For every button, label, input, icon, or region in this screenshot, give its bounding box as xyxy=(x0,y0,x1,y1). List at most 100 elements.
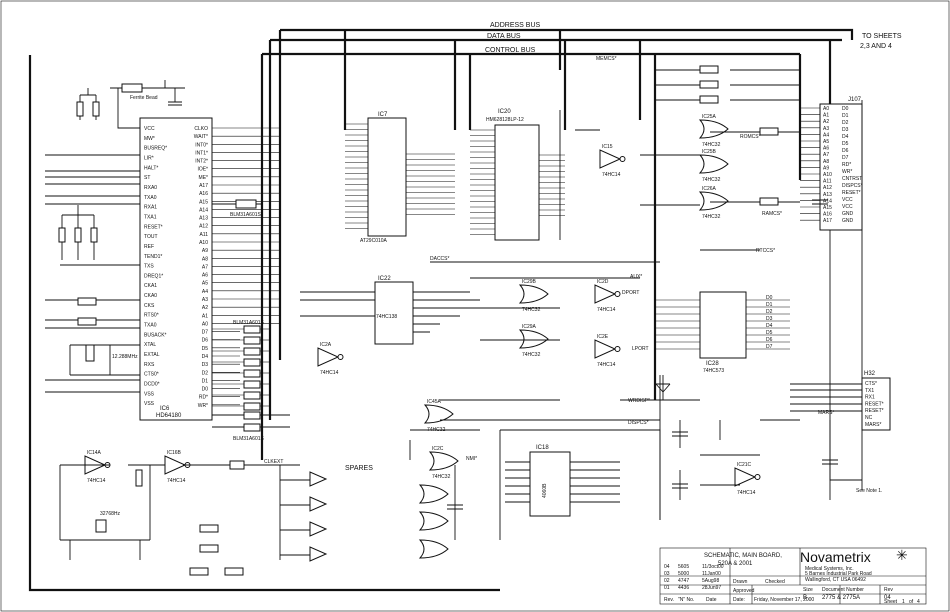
to-sheets-label-2: 2,3 AND 4 xyxy=(860,43,892,50)
date-value: Friday, November 17, 2000 xyxy=(754,597,814,603)
gate-part: 74HC14 xyxy=(167,478,186,484)
gate-ref: IC25A xyxy=(702,114,717,120)
j107-pin-left: A1 xyxy=(823,113,829,119)
rdwr-wires xyxy=(212,414,290,428)
spare-inverter xyxy=(309,471,328,487)
cap-c105 xyxy=(812,180,828,225)
spares-label: SPARES xyxy=(345,465,373,472)
j107-pin-left: A17 xyxy=(823,218,832,224)
ferrite-array-bead xyxy=(243,336,261,345)
latch-body xyxy=(699,291,747,359)
cpu-right-pin: ME* xyxy=(199,175,209,181)
cpu-right-pin: A3 xyxy=(202,297,208,303)
latch-output-label: D0 xyxy=(766,295,773,301)
cpu-left-pin: DREQ1* xyxy=(144,273,163,279)
cpu-right-pin: A8 xyxy=(202,256,208,262)
rev-header-rev: Rev. xyxy=(664,597,674,603)
h32-pin: RESET* xyxy=(865,408,884,414)
cpu-left-pin: EXTAL xyxy=(144,352,160,358)
rom-ref: IC7 xyxy=(378,112,388,118)
cpu-left-pin: CTS0* xyxy=(144,372,159,378)
latch-output-label: D4 xyxy=(766,323,773,329)
rp1-a xyxy=(76,101,84,117)
fb-rd xyxy=(243,411,261,420)
j107-pins: A0A1A2A3A4A5A6A7A8A9A10A11A12A13A14A15A1… xyxy=(800,106,863,224)
cpu-part: HD64180 xyxy=(156,413,182,419)
pullup-traces xyxy=(655,69,800,101)
r26 xyxy=(135,469,143,487)
cpu-right-pin: D2 xyxy=(202,370,209,376)
gate-ref: IC2C xyxy=(432,446,444,452)
size-label: Size xyxy=(803,587,813,593)
rp2-b xyxy=(699,80,719,89)
fb4-part: BLM31A601S xyxy=(230,212,262,218)
cpu-right-pin: A15 xyxy=(199,199,208,205)
inverter-gate xyxy=(317,347,340,367)
connector-j107: J107 A0A1A2A3A4A5A6A7A8A9A10A11A12A13A14… xyxy=(800,97,882,494)
ferrite-array-bead xyxy=(243,391,261,400)
gate-ref: IC29A xyxy=(522,324,537,330)
rev-value: 04 xyxy=(884,595,891,601)
sheet-count: 4 xyxy=(917,599,920,605)
cap-c48 xyxy=(672,470,688,500)
j107-note: See Note 1. xyxy=(856,488,882,494)
h32-body xyxy=(861,377,891,431)
h32-pin: MARS* xyxy=(865,422,881,428)
inverter-bubble xyxy=(337,354,344,360)
j107-pin-right: VCC xyxy=(842,204,853,210)
ram-part: HM628128LP-12 xyxy=(486,117,524,123)
rom-part: AT29C010A xyxy=(360,238,388,244)
cap-c46 xyxy=(672,420,688,448)
rp-spare-1 xyxy=(199,524,219,533)
fb16 xyxy=(759,197,779,206)
rp-a xyxy=(58,227,66,243)
power-filter: Ferrite Bead xyxy=(76,80,185,129)
gate-part: 74HC14 xyxy=(597,362,616,368)
lport-label: LPORT xyxy=(632,346,649,352)
gate-part: 74HC32 xyxy=(522,352,541,358)
checked-label: Checked xyxy=(765,579,785,585)
cpu-left-pin: TOUT xyxy=(144,234,158,240)
fb4 xyxy=(235,199,257,209)
rp-c xyxy=(90,227,98,243)
left-stubs-bottom xyxy=(45,264,140,393)
cpu-right-wires: BLM31A601S BLM31A601S BLM31A601S xyxy=(212,199,290,442)
j107-pin-right: WR* xyxy=(842,169,852,175)
cpu-left-pin: RXA1 xyxy=(144,205,157,211)
cpu-ic6: IC6 HD64180 VCCMW*BUSREQ*LIR*HALT*STRXA0… xyxy=(139,117,280,421)
cpu-left-pin: RTS0* xyxy=(144,313,159,319)
j107-pin-right: D3 xyxy=(842,127,849,133)
gate-part: 74HC32 xyxy=(702,214,721,220)
rev-row-ecn: 4747 xyxy=(678,578,689,584)
fb2 xyxy=(77,297,97,306)
title-line-1: SCHEMATIC, MAIN BOARD, xyxy=(704,553,782,559)
rom-body xyxy=(367,117,407,237)
cpu-right-pin: A4 xyxy=(202,289,208,295)
j107-pin-right: RESET* xyxy=(842,190,861,196)
latch-output-label: D7 xyxy=(766,344,773,350)
cpu-right-pin: WAIT* xyxy=(194,134,208,140)
or-gate xyxy=(698,191,729,211)
cpu-right-pin: INT1* xyxy=(195,150,208,156)
j107-pin-left: A11 xyxy=(823,179,832,185)
cpu-left-pins: VCCMW*BUSREQ*LIR*HALT*STRXA0TXA0RXA1TXA1… xyxy=(144,126,167,407)
rev-header-ecn: "N" No. xyxy=(678,597,694,603)
cpu-left-pin: TXA0 xyxy=(144,323,157,329)
j107-pin-right: D6 xyxy=(842,148,849,154)
cpu-right-pin: A14 xyxy=(199,207,208,213)
spare-or-gate xyxy=(418,539,449,559)
dispcs-label: DISPCS* xyxy=(628,420,649,426)
inverter-bubble xyxy=(614,291,621,297)
gate-ref: IC2E xyxy=(597,334,609,340)
counter-part: 4060B xyxy=(542,483,548,498)
cap-c32 xyxy=(822,420,838,500)
cpu-ref: IC6 xyxy=(160,406,170,412)
spare-inverter xyxy=(309,521,328,537)
oscillator-section: 32768Hz 12.288MHz CLKEXT xyxy=(59,354,300,560)
gate-group: IC25A74HC32IC25B74HC32IC1574HC14IC26A74H… xyxy=(84,114,761,562)
cpu-left-pin: MW* xyxy=(144,136,155,142)
sheet-label: Sheet xyxy=(884,599,898,605)
gate-part: 74HC32 xyxy=(522,307,541,313)
